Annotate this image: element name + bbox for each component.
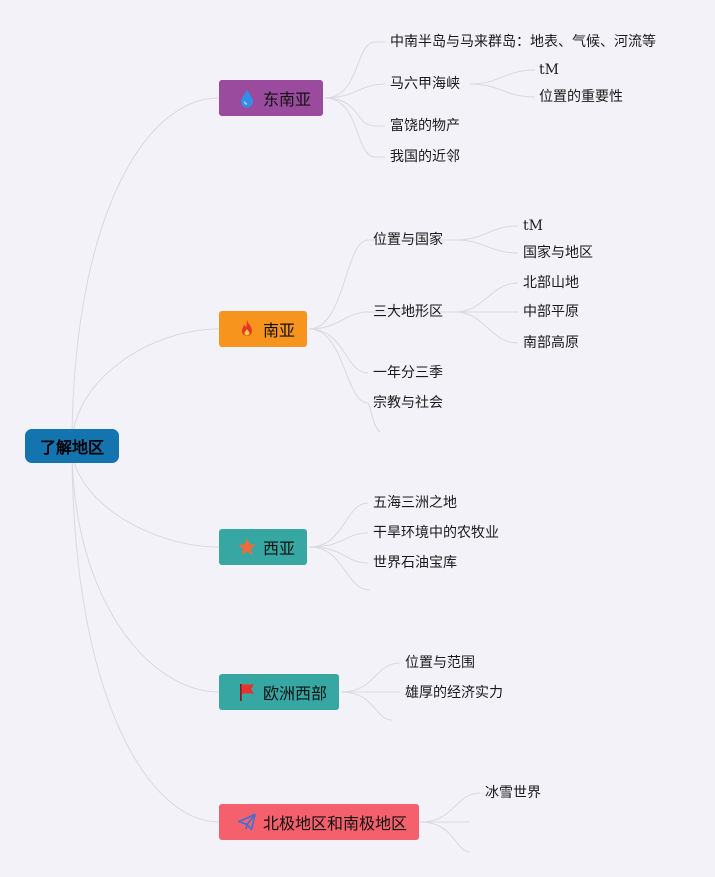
topic-indochina-malay[interactable]: 中南半岛与马来群岛：地表、气候、河流等 bbox=[390, 34, 656, 50]
topic-three-seasons[interactable]: 一年分三季 bbox=[373, 365, 443, 381]
link-root-polar bbox=[71, 445, 220, 823]
branch-western-europe[interactable]: 欧洲西部 bbox=[219, 674, 340, 710]
drop-icon bbox=[237, 88, 257, 108]
branch-western-europe-label: 欧洲西部 bbox=[263, 684, 328, 703]
branch-polar-regions[interactable]: 北极地区和南极地区 bbox=[219, 804, 420, 840]
link-root-west-asia bbox=[71, 445, 220, 548]
topic-location-countries[interactable]: 位置与国家 bbox=[373, 232, 443, 248]
topic-economic-strength[interactable]: 雄厚的经济实力 bbox=[405, 685, 503, 701]
branch-southeast-asia-label: 东南亚 bbox=[263, 90, 312, 109]
topic-strait-of-malacca[interactable]: 马六甲海峡 bbox=[390, 76, 460, 92]
subtopic-location-importance[interactable]: 位置的重要性 bbox=[539, 89, 623, 105]
branch-west-asia[interactable]: 西亚 bbox=[219, 529, 308, 565]
link-root-western-europe bbox=[71, 445, 220, 693]
topic-religion-society[interactable]: 宗教与社会 bbox=[373, 395, 443, 411]
branch-west-asia-label: 西亚 bbox=[263, 539, 296, 558]
root-node[interactable]: 了解地区 bbox=[25, 429, 119, 463]
subtopic-southern-plateau[interactable]: 南部高原 bbox=[523, 335, 579, 351]
topic-rich-products[interactable]: 富饶的物产 bbox=[390, 118, 460, 134]
paper-plane-icon bbox=[237, 812, 257, 832]
subtopic-central-plain[interactable]: 中部平原 bbox=[523, 304, 579, 320]
topic-five-seas-three-continents[interactable]: 五海三洲之地 bbox=[373, 495, 457, 511]
root-node-label: 了解地区 bbox=[39, 438, 104, 457]
subtopic-south-asia-tm[interactable]: tM bbox=[523, 218, 543, 234]
branch-south-asia[interactable]: 南亚 bbox=[219, 311, 308, 347]
topic-neighbors[interactable]: 我国的近邻 bbox=[390, 149, 460, 165]
branch-polar-regions-label: 北极地区和南极地区 bbox=[263, 814, 408, 833]
topic-three-terrain-regions[interactable]: 三大地形区 bbox=[373, 304, 443, 320]
flame-icon bbox=[237, 319, 257, 339]
link-root-south-asia bbox=[71, 328, 220, 447]
link-root-southeast-asia bbox=[71, 97, 220, 447]
branch-southeast-asia[interactable]: 东南亚 bbox=[219, 80, 324, 116]
star-icon bbox=[237, 537, 257, 557]
topic-ice-snow-world[interactable]: 冰雪世界 bbox=[485, 785, 541, 801]
branch-south-asia-label: 南亚 bbox=[263, 321, 296, 340]
subtopic-northern-mountains[interactable]: 北部山地 bbox=[523, 275, 579, 291]
flag-icon bbox=[237, 682, 257, 702]
subtopic-countries-regions[interactable]: 国家与地区 bbox=[523, 245, 593, 261]
subtopic-malacca-tm[interactable]: tM bbox=[539, 62, 559, 78]
topic-arid-agriculture[interactable]: 干旱环境中的农牧业 bbox=[373, 525, 499, 541]
topic-oil-treasury[interactable]: 世界石油宝库 bbox=[373, 555, 457, 571]
topic-location-extent[interactable]: 位置与范围 bbox=[405, 655, 475, 671]
